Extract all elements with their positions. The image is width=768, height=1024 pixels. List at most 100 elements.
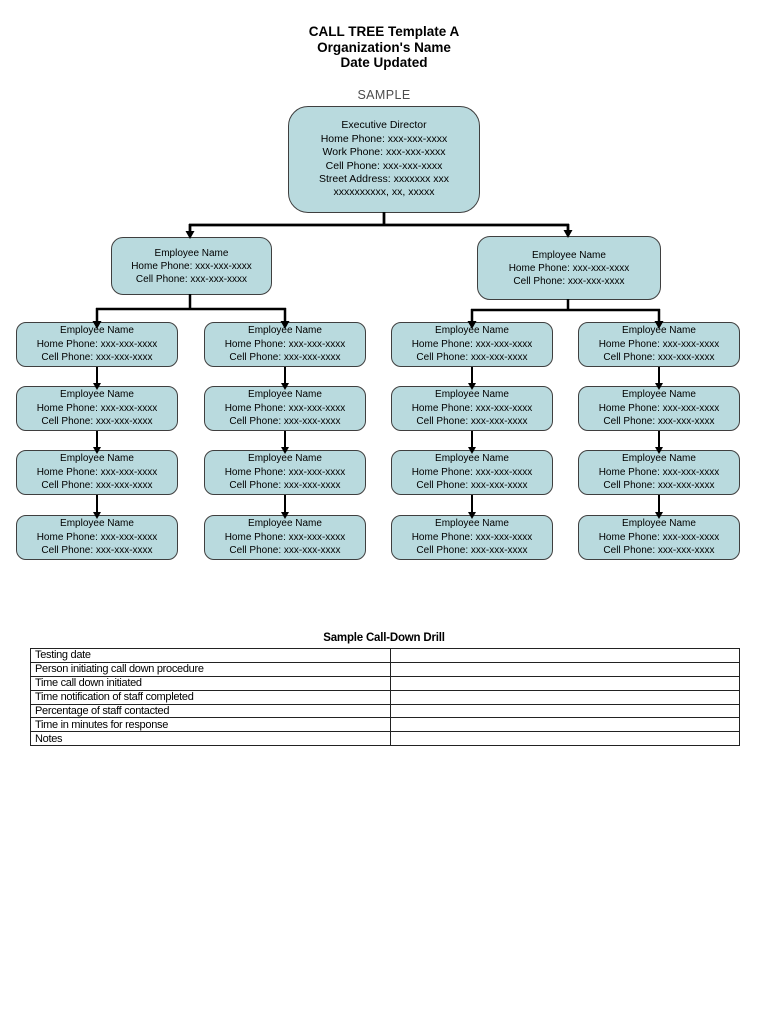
- drill-row-value: [390, 717, 740, 733]
- page-heading: CALL TREE Template A Organization's Name…: [0, 24, 768, 71]
- exec-work-phone: Work Phone: xxx-xxx-xxxx: [322, 146, 446, 159]
- drill-row-value: [390, 675, 740, 691]
- heading-line-2: Organization's Name: [317, 39, 451, 55]
- employee-cell-phone: Cell Phone: xxx-xxx-xxxx: [416, 416, 528, 427]
- employee-name: Employee Name: [622, 518, 696, 529]
- employee-home-phone: Home Phone: xxx-xxx-xxxx: [598, 531, 720, 543]
- employee-home-phone: Home Phone: xxx-xxx-xxxx: [411, 531, 533, 543]
- employee-home-phone: Home Phone: xxx-xxx-xxxx: [598, 402, 720, 414]
- drill-row-label: Testing date: [30, 648, 391, 663]
- table-row: Time call down initiated: [30, 675, 740, 691]
- employee-name: Employee Name: [60, 453, 134, 464]
- table-row: Testing date: [30, 648, 740, 663]
- drill-row-value: [390, 648, 740, 663]
- employee-cell-phone: Cell Phone: xxx-xxx-xxxx: [229, 416, 341, 427]
- exec-cell-phone: Cell Phone: xxx-xxx-xxxx: [325, 159, 443, 172]
- employee-name: Employee Name: [248, 518, 322, 529]
- drill-row-label: Person initiating call down procedure: [30, 661, 391, 677]
- employee-cell-phone: Cell Phone: xxx-xxx-xxxx: [603, 480, 715, 491]
- employee-name: Employee Name: [435, 389, 509, 400]
- table-row: Time notification of staff completed: [30, 689, 740, 705]
- employee-name: Employee Name: [60, 325, 134, 336]
- employee-cell-phone: Cell Phone: xxx-xxx-xxxx: [513, 275, 625, 287]
- employee-cell-phone: Cell Phone: xxx-xxx-xxxx: [603, 416, 715, 427]
- drill-row-value: [390, 661, 740, 677]
- drill-row-value: [390, 703, 740, 719]
- table-row: Percentage of staff contacted: [30, 703, 740, 719]
- employee-name: Employee Name: [435, 518, 509, 529]
- employee-name: Employee Name: [60, 518, 134, 529]
- drill-row-value: [390, 689, 740, 705]
- employee-name: Employee Name: [248, 389, 322, 400]
- employee-name: Employee Name: [248, 453, 322, 464]
- employee-cell-phone: Cell Phone: xxx-xxx-xxxx: [229, 480, 341, 491]
- drill-row-label: Time call down initiated: [30, 675, 391, 691]
- employee-name: Employee Name: [60, 389, 134, 400]
- drill-row-label: Percentage of staff contacted: [30, 703, 391, 719]
- employee-cell-phone: Cell Phone: xxx-xxx-xxxx: [603, 545, 715, 556]
- employee-home-phone: Home Phone: xxx-xxx-xxxx: [411, 466, 533, 478]
- exec-title: Executive Director: [341, 119, 427, 132]
- employee-cell-phone: Cell Phone: xxx-xxx-xxxx: [229, 545, 341, 556]
- employee-name: Employee Name: [248, 325, 322, 336]
- employee-name: Employee Name: [622, 453, 696, 464]
- org-box-employee-left: Employee Name Home Phone: xxx-xxx-xxxx C…: [111, 237, 272, 295]
- employee-cell-phone: Cell Phone: xxx-xxx-xxxx: [229, 352, 341, 363]
- employee-cell-phone: Cell Phone: xxx-xxx-xxxx: [135, 273, 248, 285]
- employee-name: Employee Name: [435, 453, 509, 464]
- employee-name: Employee Name: [435, 325, 509, 336]
- employee-home-phone: Home Phone: xxx-xxx-xxxx: [131, 260, 252, 272]
- drill-row-label: Time in minutes for response: [30, 717, 391, 733]
- employee-home-phone: Home Phone: xxx-xxx-xxxx: [598, 338, 720, 350]
- drill-table-title: Sample Call-Down Drill: [323, 632, 445, 644]
- employee-home-phone: Home Phone: xxx-xxx-xxxx: [36, 466, 158, 478]
- table-row: Notes: [30, 731, 740, 747]
- call-down-drill-table: Testing date Person initiating call down…: [30, 648, 740, 747]
- employee-home-phone: Home Phone: xxx-xxx-xxxx: [36, 402, 158, 414]
- employee-cell-phone: Cell Phone: xxx-xxx-xxxx: [416, 352, 528, 363]
- employee-cell-phone: Cell Phone: xxx-xxx-xxxx: [41, 416, 153, 427]
- employee-cell-phone: Cell Phone: xxx-xxx-xxxx: [603, 352, 715, 363]
- employee-cell-phone: Cell Phone: xxx-xxx-xxxx: [41, 545, 153, 556]
- employee-home-phone: Home Phone: xxx-xxx-xxxx: [508, 262, 630, 274]
- table-row: Time in minutes for response: [30, 717, 740, 733]
- employee-home-phone: Home Phone: xxx-xxx-xxxx: [36, 338, 158, 350]
- org-box-executive-director: Executive Director Home Phone: xxx-xxx-x…: [288, 106, 480, 213]
- employee-home-phone: Home Phone: xxx-xxx-xxxx: [598, 466, 720, 478]
- employee-home-phone: Home Phone: xxx-xxx-xxxx: [224, 466, 346, 478]
- employee-name: Employee Name: [622, 389, 696, 400]
- employee-home-phone: Home Phone: xxx-xxx-xxxx: [411, 402, 533, 414]
- employee-cell-phone: Cell Phone: xxx-xxx-xxxx: [416, 480, 528, 491]
- exec-street-address: Street Address: xxxxxxx xxx: [318, 172, 450, 185]
- employee-home-phone: Home Phone: xxx-xxx-xxxx: [411, 338, 533, 350]
- drill-row-value: [390, 731, 740, 747]
- employee-cell-phone: Cell Phone: xxx-xxx-xxxx: [41, 352, 153, 363]
- org-box-employee-right: Employee Name Home Phone: xxx-xxx-xxxx C…: [477, 236, 661, 300]
- exec-city-state-zip: xxxxxxxxxx, xx, xxxxx: [333, 186, 435, 199]
- drill-row-label: Notes: [30, 731, 391, 747]
- employee-name: Employee Name: [532, 249, 606, 261]
- employee-home-phone: Home Phone: xxx-xxx-xxxx: [224, 531, 346, 543]
- heading-line-1: CALL TREE Template A: [308, 24, 460, 39]
- heading-line-3: Date Updated: [340, 55, 428, 70]
- employee-name: Employee Name: [622, 325, 696, 336]
- exec-home-phone: Home Phone: xxx-xxx-xxxx: [320, 132, 448, 145]
- employee-cell-phone: Cell Phone: xxx-xxx-xxxx: [41, 480, 153, 491]
- employee-home-phone: Home Phone: xxx-xxx-xxxx: [36, 531, 158, 543]
